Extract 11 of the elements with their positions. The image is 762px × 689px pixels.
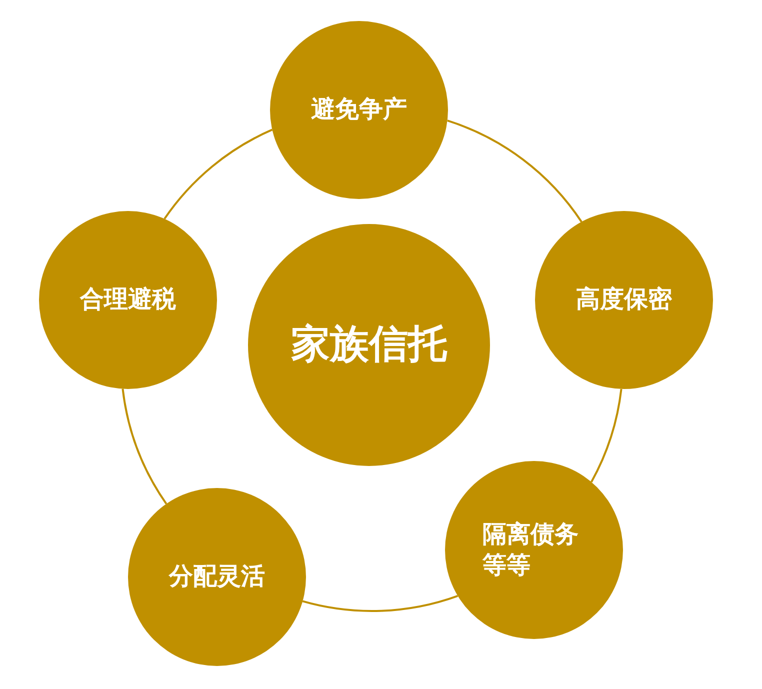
circle-label: 高度保密 [576,284,672,316]
ring-arc [122,388,168,504]
circle-label: 隔离债务等等 [482,518,580,581]
ring-arc [447,120,582,222]
ring-arc [590,388,622,482]
ring-arc [164,128,273,220]
central-label: 家族信托 [291,320,447,369]
circle-label: 分配灵活 [169,561,265,592]
ring-arc [302,594,458,612]
circle-label: 合理避税 [80,284,176,316]
circle-label: 避免争产 [311,94,407,126]
